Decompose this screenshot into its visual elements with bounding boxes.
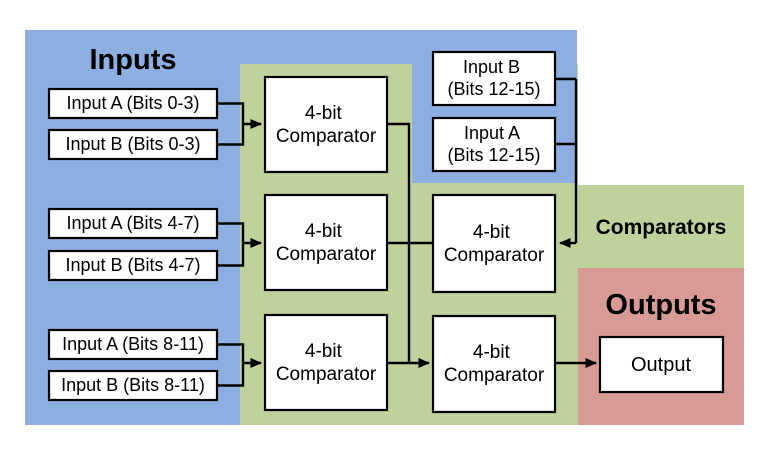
input-box-a-bits-4-7-label: Input A (Bits 4-7) — [66, 213, 199, 233]
comparator-box-bits-0-3-label: 4-bit Comparator — [276, 103, 377, 147]
input-box-a-bits-0-3-label: Input A (Bits 0-3) — [66, 93, 199, 113]
connector-inputs-4-7-merge — [217, 222, 245, 267]
comparator-box-bits-0-3-rect — [263, 75, 389, 174]
input-box-b-bits-4-7: Input B (Bits 4-7) — [47, 249, 219, 282]
output-box-label: Output — [631, 354, 691, 376]
connector-inputs-12-15-merge — [555, 77, 578, 243]
input-box-a-bits-8-11: Input A (Bits 8-11) — [47, 328, 219, 361]
comparator-box-bits-8-11-label: 4-bit Comparator — [276, 341, 377, 385]
input-box-a-bits-8-11-label: Input A (Bits 8-11) — [62, 334, 204, 354]
input-box-a-bits-12-15-label: Input A (Bits 12-15) — [447, 123, 540, 165]
input-box-b-bits-8-11-label: Input B (Bits 8-11) — [61, 375, 205, 395]
comparator-box-final-rect — [431, 314, 557, 414]
comparator-box-stage2-upper-rect — [431, 193, 557, 294]
comparator-box-bits-0-3: 4-bit Comparator — [263, 75, 389, 174]
comparator-box-stage2-upper: 4-bit Comparator — [431, 193, 557, 294]
input-box-a-bits-0-3-rect — [47, 87, 219, 120]
connector-comparator-0-3-bus — [387, 122, 411, 363]
input-box-b-bits-0-3-rect — [47, 128, 219, 161]
comparator-box-bits-4-7: 4-bit Comparator — [263, 193, 389, 292]
input-box-b-bits-12-15-rect — [431, 50, 557, 107]
inputs-region-label: Inputs — [90, 44, 177, 76]
outputs-region-label: Outputs — [605, 289, 716, 321]
connector-inputs-8-11-merge — [217, 343, 245, 387]
output-box-rect — [598, 335, 725, 394]
input-box-a-bits-12-15: Input A (Bits 12-15) — [431, 116, 557, 173]
input-box-b-bits-4-7-rect — [47, 249, 219, 282]
input-box-b-bits-12-15-label: Input B (Bits 12-15) — [447, 57, 540, 99]
input-box-a-bits-8-11-rect — [47, 328, 219, 361]
input-box-a-bits-12-15-rect — [431, 116, 557, 173]
comparators-region-label-band — [578, 185, 744, 268]
input-box-b-bits-0-3: Input B (Bits 0-3) — [47, 128, 219, 161]
comparator-box-bits-4-7-rect — [263, 193, 389, 292]
comparator-box-final: 4-bit Comparator — [431, 314, 557, 414]
comparator-box-bits-8-11-rect — [263, 313, 389, 412]
input-box-a-bits-0-3: Input A (Bits 0-3) — [47, 87, 219, 120]
comparator-box-final-label: 4-bit Comparator — [444, 342, 545, 386]
input-box-b-bits-8-11-rect — [47, 369, 219, 402]
comparators-region-label: Comparators — [596, 216, 727, 239]
input-box-b-bits-4-7-label: Input B (Bits 4-7) — [65, 255, 200, 275]
comparator-box-stage2-upper-label: 4-bit Comparator — [444, 222, 545, 266]
comparator-box-bits-4-7-label: 4-bit Comparator — [276, 221, 377, 265]
input-box-a-bits-4-7: Input A (Bits 4-7) — [47, 207, 219, 240]
input-box-b-bits-12-15: Input B (Bits 12-15) — [431, 50, 557, 107]
connector-inputs-0-3-merge — [217, 102, 245, 146]
input-box-a-bits-4-7-rect — [47, 207, 219, 240]
input-box-b-bits-0-3-label: Input B (Bits 0-3) — [65, 134, 200, 154]
input-box-b-bits-8-11: Input B (Bits 8-11) — [47, 369, 219, 402]
output-box: Output — [598, 335, 725, 394]
comparator-box-bits-8-11: 4-bit Comparator — [263, 313, 389, 412]
